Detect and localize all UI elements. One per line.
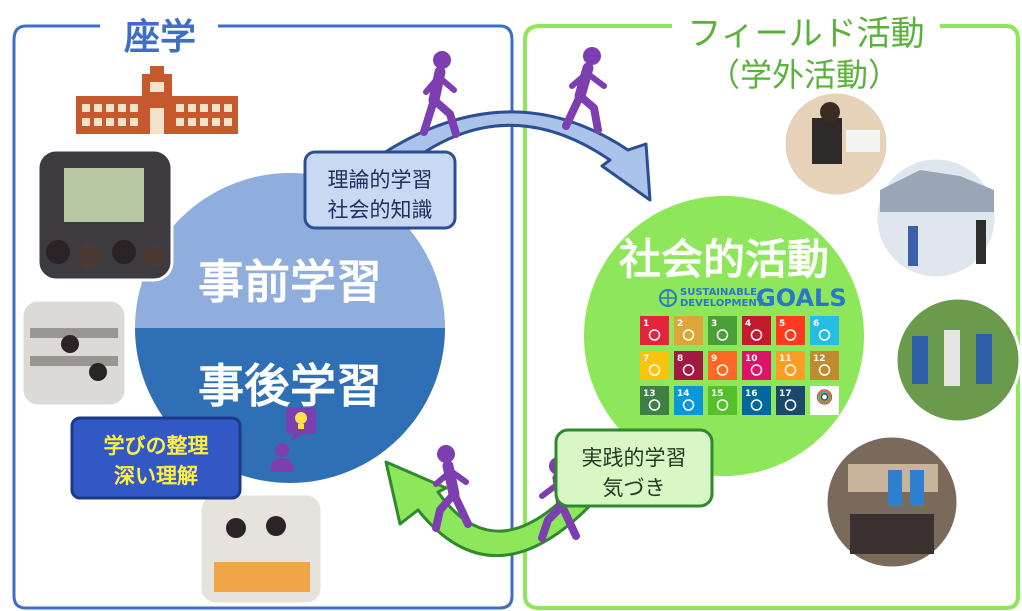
- un-emblem-icon: [659, 289, 677, 307]
- sdg-goal-icon: [716, 329, 729, 341]
- sdg-goal-number: 16: [745, 389, 758, 399]
- classroom-photos: [20, 148, 324, 606]
- social-activity-label: 社会的活動: [618, 235, 829, 284]
- sdg-goal-icon: [648, 399, 661, 411]
- sdg-goal-number: 13: [643, 389, 656, 399]
- sdg-goal-icon: [682, 399, 695, 411]
- right-panel-title-line1: フィールド活動: [680, 6, 932, 55]
- sdg-goal-icon: [784, 364, 797, 376]
- sdg-goal-number: 3: [711, 319, 717, 329]
- sdg-goal-number: 15: [711, 389, 724, 399]
- sdg-goal-icon: [750, 329, 763, 341]
- pre-study-label: 事前学習: [198, 255, 382, 309]
- post-study-label: 事後学習: [198, 359, 382, 413]
- sdg-wheel-ring: [819, 391, 830, 403]
- sdg-wheel-ring: [817, 390, 832, 404]
- lecture-photo-2: [20, 298, 128, 408]
- sdg-goal-icon: [818, 329, 831, 341]
- sdg-goal-number: 6: [813, 319, 819, 329]
- sdg-goal-number: 14: [677, 389, 690, 399]
- sdg-goal-number: 11: [779, 354, 792, 364]
- sdg-goal-number: 10: [745, 354, 758, 364]
- theory-box-line2: 社会的知識: [327, 198, 433, 222]
- idea-person-icon: [270, 408, 316, 472]
- sdg-goal-icon: [682, 329, 695, 341]
- sdg-goal-icon: [750, 364, 763, 376]
- practice-box-line2: 気づき: [602, 476, 666, 500]
- sdg-goal-number: 8: [677, 354, 683, 364]
- sdg-goal-number: 7: [643, 354, 649, 364]
- right-panel-frame: [523, 24, 1020, 610]
- walker-icon-2: [562, 47, 607, 134]
- reflection-box-line2: 深い理解: [114, 464, 198, 488]
- university-building-icon: [76, 66, 238, 134]
- sdg-goal-icon: [716, 364, 729, 376]
- theory-box: [303, 150, 457, 230]
- activity-photos: [782, 90, 1022, 570]
- sdg-wheel-ring: [816, 389, 833, 405]
- left-panel-title: 座学: [108, 8, 212, 60]
- sdg-wheel-ring: [818, 391, 831, 404]
- sdg-goal-number: 9: [711, 354, 717, 364]
- sdg-goal-number: 12: [813, 354, 826, 364]
- sdg-goal-number: 17: [779, 389, 792, 399]
- practice-box: [554, 428, 714, 508]
- sdg-goal-icon: [648, 329, 661, 341]
- walker-icon-4: [432, 445, 472, 532]
- theory-box-line1: 理論的学習: [327, 168, 433, 192]
- sdg-goal-number: 5: [779, 319, 785, 329]
- sdg-goal-icon: [784, 399, 797, 411]
- sdg-goal-icon: [750, 399, 763, 411]
- sdgs-header-goals: GOALS: [756, 284, 847, 312]
- sdg-goal-number: 4: [745, 319, 751, 329]
- practice-box-line1: 実践的学習: [581, 446, 687, 470]
- reflection-box-line1: 学びの整理: [103, 434, 209, 458]
- sdg-goal-icon: [682, 364, 695, 376]
- sdgs-header-line2: DEVELOPMENT: [680, 298, 764, 309]
- walker-icon-1: [420, 51, 460, 138]
- left-panel-frame: [12, 24, 514, 610]
- sdgs-header-line1: SUSTAINABLE: [680, 287, 757, 298]
- sdg-goal-icon: [784, 329, 797, 341]
- reflection-box: [70, 416, 242, 500]
- sdg-goal-icon: [648, 364, 661, 376]
- sdg-goal-icon: [716, 399, 729, 411]
- arrow-bottom: [384, 460, 610, 558]
- sdg-wheel-ring: [820, 393, 829, 401]
- right-panel-title-line2: （学外活動）: [708, 56, 901, 94]
- sdg-goal-number: 2: [677, 319, 683, 329]
- sdg-goal-number: 1: [643, 319, 649, 329]
- sdg-goal-icon: [818, 364, 831, 376]
- sdg-wheel-ring: [820, 392, 829, 402]
